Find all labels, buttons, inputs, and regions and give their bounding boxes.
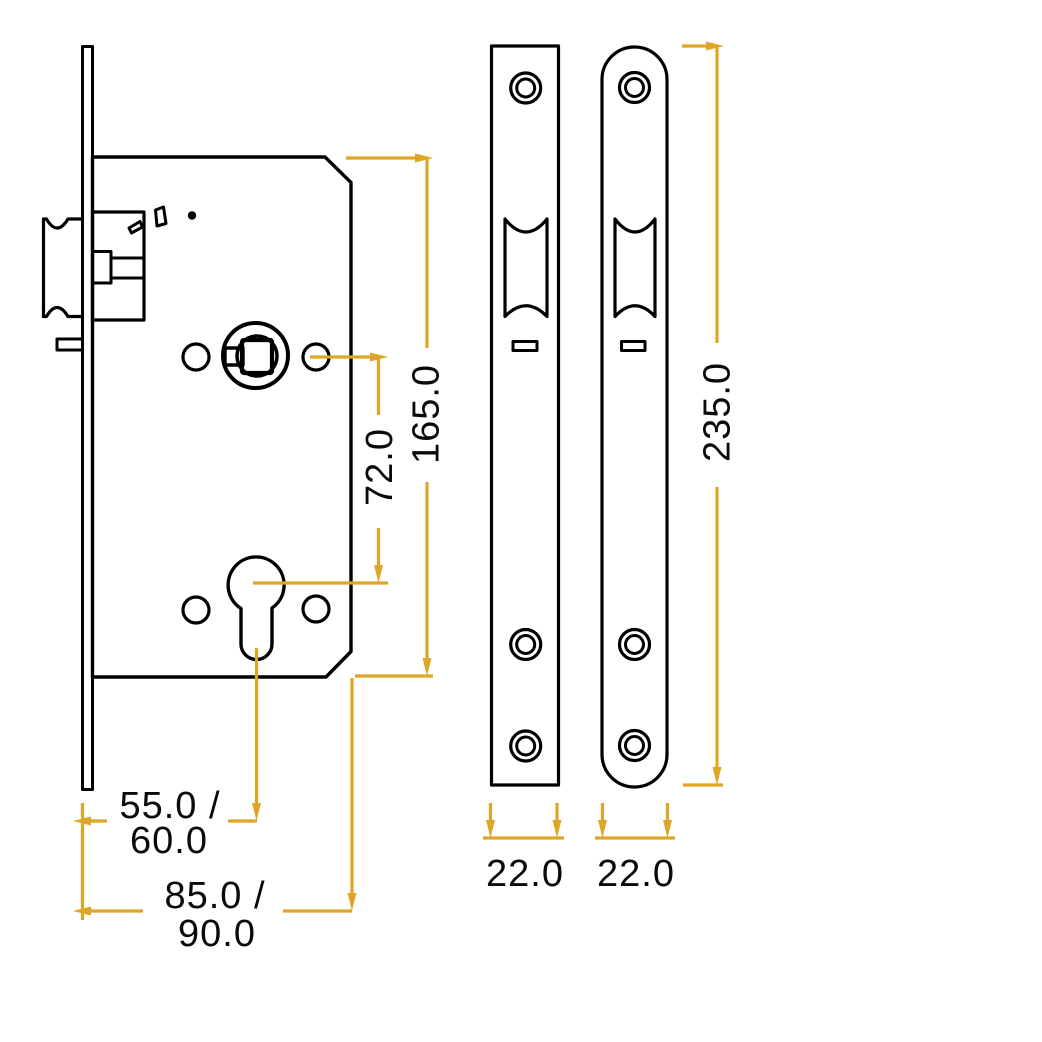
euro-cylinder-hole [226,555,286,662]
arrowhead-icon [422,658,432,676]
dimensions: 72.0 165.0 235.0 [73,41,739,955]
dimension-label-width-radius: 22.0 [597,853,675,895]
screw-hole-inner [515,735,537,757]
latch-bolt [41,217,85,319]
latch-tail [109,256,146,280]
arrowhead-icon [374,565,383,583]
radius-faceplate [600,45,669,789]
dimension-overall-depth: 85.0 / 90.0 [73,678,357,955]
square-faceplate-view [489,44,561,787]
screw-hole-inner [515,77,537,99]
forend-faceplate [81,45,94,791]
arrowhead-icon [712,767,722,785]
spring-lever [127,220,144,235]
handle-fixing-hole-left [181,342,211,372]
dimension-label-backset-2: 60.0 [130,820,208,862]
arrowhead-icon [598,820,607,838]
spindle-square-hole [239,337,275,376]
pivot-pin [187,211,197,220]
lock-case-view [41,45,353,791]
fixing-tab [55,337,84,352]
deadbolt-slot [511,340,539,352]
screw-hole-inner [624,634,645,655]
dimension-width-square: 22.0 [483,803,564,895]
cylinder-fixing-hole-right [301,594,331,624]
arrowhead-icon [552,820,562,838]
dimension-width-radius: 22.0 [595,803,675,895]
arrowhead-icon [73,816,91,826]
cylinder-fixing-hole-left [181,595,211,625]
dimension-label-backset-1: 55.0 / [119,785,220,827]
dimension-label-165: 165.0 [406,364,448,464]
arrowhead-icon [663,820,672,838]
screw-hole-inner [624,77,645,98]
latch-cutout [503,217,549,319]
spindle-follower-inner [235,334,279,378]
arrowhead-icon [415,153,433,163]
dimension-235: 235.0 [682,41,739,787]
spring-stop [154,205,168,228]
screw-hole [617,627,652,662]
latch-step [91,250,113,285]
dimension-label-overall-1: 85.0 / [164,875,265,917]
screw-hole [617,70,652,105]
screw-hole [617,728,652,763]
screw-hole-inner [515,634,537,655]
radius-faceplate-view [600,45,669,789]
square-faceplate [489,44,561,787]
dimension-label-235: 235.0 [697,362,739,462]
screw-hole [509,71,543,105]
arrowhead-icon [252,803,261,821]
latch-cutout [613,217,657,319]
arrowhead-icon [73,906,91,916]
screw-hole [509,627,543,662]
dimension-72: 72.0 [253,352,401,585]
deadbolt-slot [620,340,647,352]
arrowhead-icon [706,41,724,51]
dimension-label-width-square: 22.0 [486,853,564,895]
arrowhead-icon [347,893,357,911]
dimension-165: 165.0 [346,153,448,678]
dimension-backset: 55.0 / 60.0 [73,648,261,920]
spindle-tab [223,346,245,367]
lock-case-body [90,155,353,679]
spindle-follower-outer [221,321,290,390]
arrowhead-icon [486,820,495,838]
screw-hole [509,729,543,763]
dimension-label-72: 72.0 [359,428,401,506]
latch-housing [90,210,146,322]
screw-hole-inner [624,735,645,756]
dimension-label-overall-2: 90.0 [178,913,256,955]
